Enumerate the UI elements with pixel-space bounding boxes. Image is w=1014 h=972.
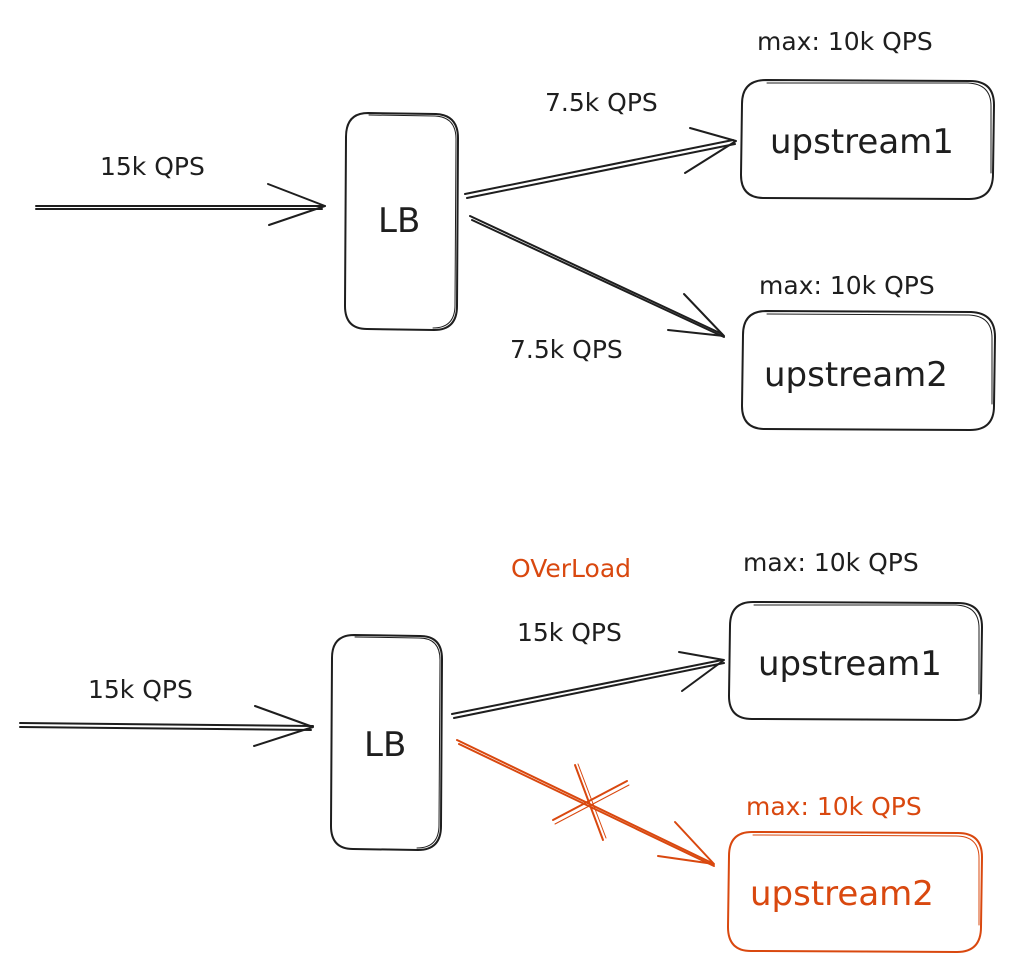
top-lb-box xyxy=(344,112,459,331)
bottom-input-label: 15k QPS xyxy=(88,675,193,704)
top-scenario-text: 15k QPS LB 7.5k QPS 7.5k QPS max: 10k QP… xyxy=(100,27,954,395)
bottom-scenario-text: 15k QPS LB OVerLoad 15k QPS max: 10k QPS… xyxy=(88,548,942,914)
top-upstream1-capacity: max: 10k QPS xyxy=(757,27,933,56)
top-upstream1-box xyxy=(740,79,995,200)
bottom-upstream2-box xyxy=(727,831,983,953)
overload-label: OVerLoad xyxy=(511,554,631,583)
bottom-upstream2-capacity: max: 10k QPS xyxy=(746,792,922,821)
top-scenario xyxy=(35,79,996,431)
top-input-label: 15k QPS xyxy=(100,152,205,181)
bottom-scenario xyxy=(19,601,983,851)
top-lb-label: LB xyxy=(378,201,420,241)
bottom-lb-label: LB xyxy=(364,725,406,765)
top-edge2-label: 7.5k QPS xyxy=(510,335,623,364)
cross-mark-icon xyxy=(552,763,630,841)
bottom-edge-upstream1 xyxy=(451,651,725,719)
top-edge1-label: 7.5k QPS xyxy=(545,88,658,117)
bottom-upstream1-box xyxy=(728,601,983,721)
bottom-edge1-label: 15k QPS xyxy=(517,618,622,647)
bottom-lb-box xyxy=(330,634,443,851)
top-upstream2-label: upstream2 xyxy=(764,355,948,395)
bottom-upstream1-capacity: max: 10k QPS xyxy=(743,548,919,577)
top-edge-upstream2 xyxy=(469,215,725,338)
bottom-upstream1-label: upstream1 xyxy=(758,644,942,684)
top-edge-upstream1 xyxy=(464,127,737,199)
bottom-upstream2-label: upstream2 xyxy=(750,874,934,914)
top-upstream2-box xyxy=(741,310,996,431)
bottom-failed-edge-upstream2 xyxy=(456,739,715,867)
bottom-input-arrow xyxy=(19,705,314,747)
top-input-arrow xyxy=(35,183,326,226)
top-upstream2-capacity: max: 10k QPS xyxy=(759,271,935,300)
top-upstream1-label: upstream1 xyxy=(770,122,954,162)
